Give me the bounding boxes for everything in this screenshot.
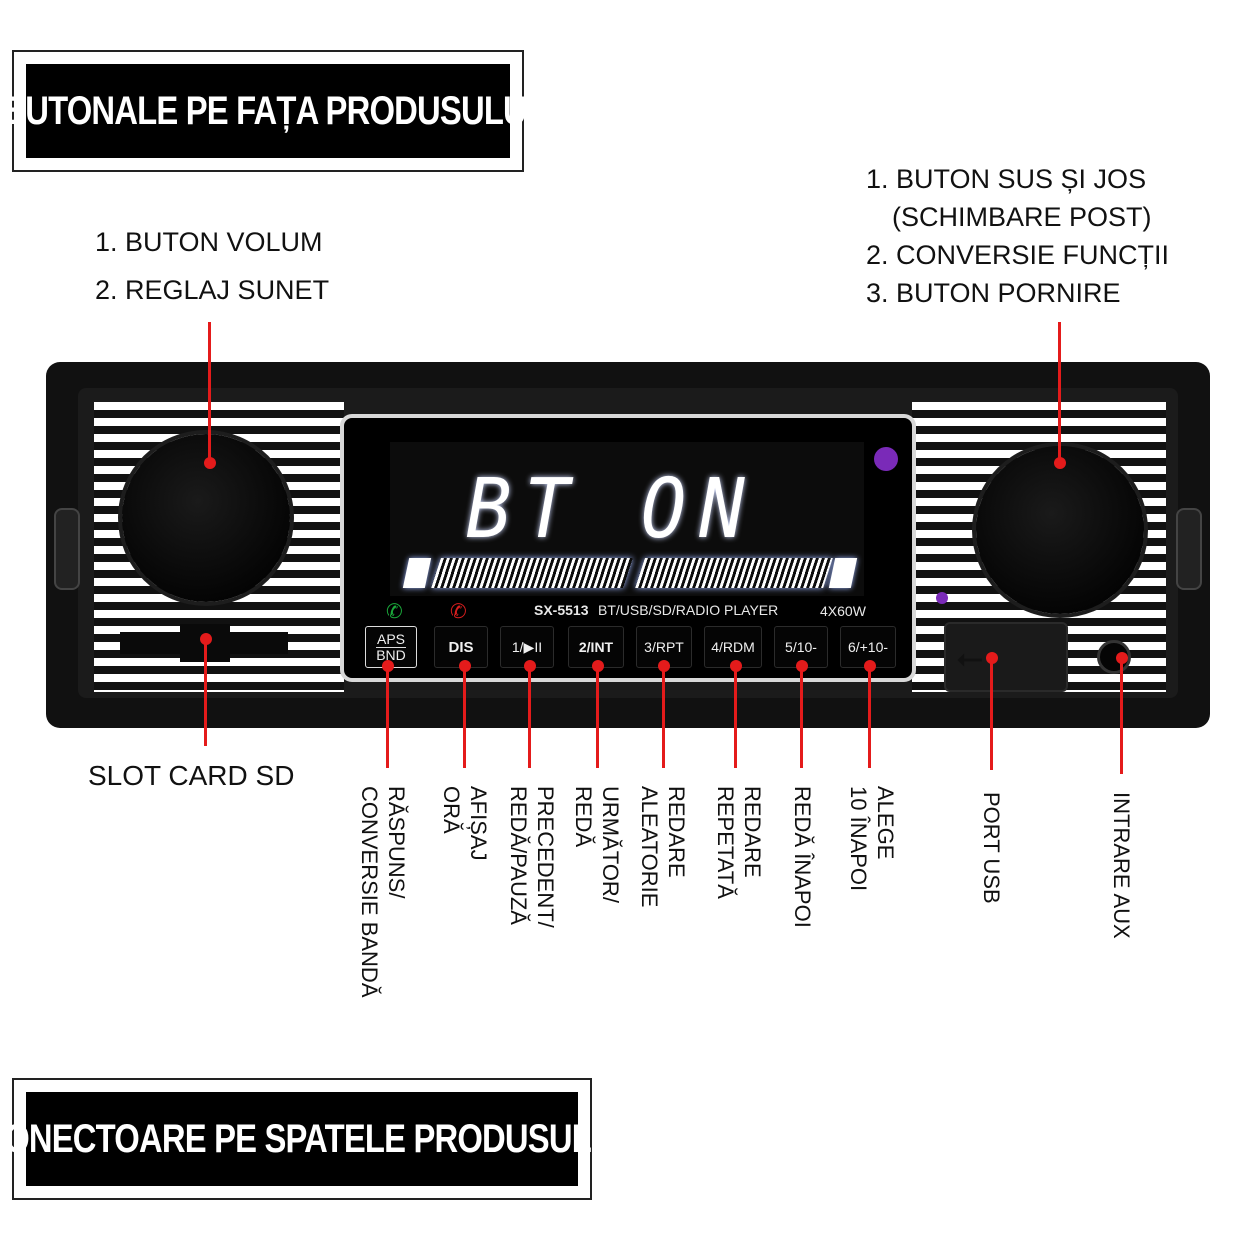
bottom-banner-title: CONECTOARE PE SPATELE PRODUSULUI [0, 1116, 623, 1161]
bnd-label: BND [376, 646, 406, 663]
microphone-dot [936, 592, 948, 604]
label-b4: REDARE REPETATĂ [713, 786, 765, 899]
eq-left-bars [431, 558, 633, 588]
aps-label: APS [376, 630, 405, 647]
label-b6: ALEGE 10 ÎNAPOI [846, 786, 898, 892]
ir-sensor [874, 447, 898, 471]
callout-line-b1 [528, 666, 531, 768]
callout-line-usb [990, 658, 993, 770]
callout-line-b4 [734, 666, 737, 768]
left-release-tab [54, 508, 80, 590]
bottom-banner-inner: CONECTOARE PE SPATELE PRODUSULUI [0, 1092, 623, 1186]
right-release-tab [1176, 508, 1202, 590]
top-banner-inner: BUTONALE PE FAȚA PRODUSULUI [2, 64, 535, 158]
right-knob-labels: 1. BUTON SUS ȘI JOS (SCHIMBARE POST) 2. … [866, 160, 1169, 312]
callout-line-aps [386, 666, 389, 768]
sd-slot-label: SLOT CARD SD [88, 760, 295, 791]
label-b1: PRECEDENT/ REDĂ/PAUZĂ [506, 786, 558, 928]
callout-line-sd [204, 640, 207, 746]
left-knob-label-1: 1. BUTON VOLUM [95, 227, 323, 257]
play-pause-button[interactable]: 1/▶II [500, 626, 554, 668]
right-knob-label-4: 3. BUTON PORNIRE [866, 278, 1121, 308]
label-aps: RĂSPUNS/ CONVERSIE BANDĂ [357, 786, 409, 998]
callout-line-b3 [662, 666, 665, 768]
eq-right-bars [635, 558, 833, 588]
int-button[interactable]: 2/INT [568, 626, 624, 668]
right-knob-label-1: 1. BUTON SUS ȘI JOS [866, 164, 1147, 194]
power-rating: 4X60W [820, 603, 866, 619]
right-knob-label-2: (SCHIMBARE POST) [892, 202, 1152, 232]
label-usb: PORT USB [979, 792, 1004, 904]
model-number: SX-5513 [534, 602, 589, 618]
label-b5: REDĂ ÎNAPOI [790, 786, 815, 928]
tuning-power-knob[interactable] [976, 446, 1144, 614]
usb-icon: ⭠ [956, 638, 984, 678]
callout-dot-sd [200, 633, 212, 645]
left-knob-labels: 1. BUTON VOLUM 2. REGLAJ SUNET [95, 218, 329, 314]
label-b3: REDARE ALEATORIE [637, 786, 689, 908]
callout-line-b6 [868, 666, 871, 768]
phone-answer-icon: ✆ [386, 601, 403, 623]
callout-line-tuning [1058, 322, 1061, 464]
right-knob-label-3: 2. CONVERSIE FUNCȚII [866, 240, 1170, 270]
label-aux: INTRARE AUX [1109, 792, 1134, 939]
left-knob-label-2: 2. REGLAJ SUNET [95, 275, 330, 305]
lcd-text: BT ON [466, 462, 758, 557]
callout-dot-volume [204, 457, 216, 469]
callout-dot-tuning [1054, 457, 1066, 469]
player-description: BT/USB/SD/RADIO PLAYER [598, 602, 779, 618]
phone-hangup-icon: ✆ [450, 601, 467, 623]
usb-port[interactable]: ⭠ [944, 622, 1068, 692]
callout-line-aux [1120, 658, 1123, 774]
callout-line-b2 [596, 666, 599, 768]
label-dis: AFIȘAJ ORĂ [439, 786, 491, 861]
callout-line-dis [463, 666, 466, 768]
callout-line-b5 [800, 666, 803, 768]
label-b2: URMĂTOR/ REDĂ [571, 786, 623, 903]
top-banner-title: BUTONALE PE FAȚA PRODUSULUI [2, 88, 535, 133]
callout-line-volume [208, 322, 211, 464]
